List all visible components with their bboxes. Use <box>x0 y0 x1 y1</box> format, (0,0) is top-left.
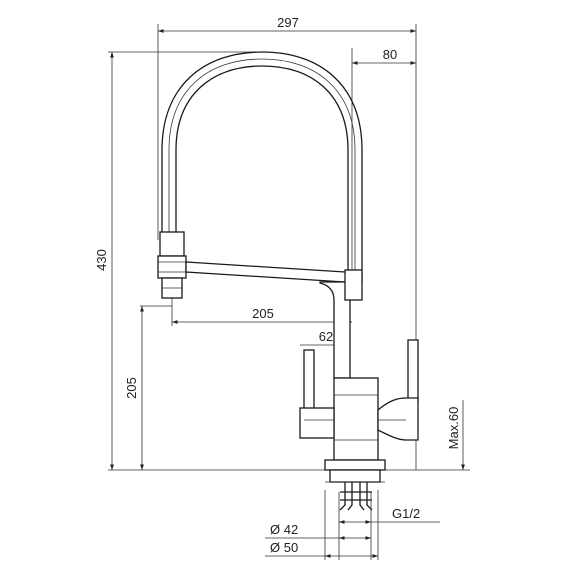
dim-hole-max: Ø 50 <box>270 540 298 555</box>
dim-thread: G1/2 <box>392 506 420 521</box>
dim-total-width: 297 <box>277 15 299 30</box>
dimension-lines <box>110 29 465 558</box>
supply-hoses <box>339 482 373 511</box>
right-handle <box>377 339 419 441</box>
dim-head-offset: 80 <box>383 47 397 62</box>
spout-arm <box>185 261 363 283</box>
dim-total-height: 430 <box>94 249 109 271</box>
dim-side-offset: 62 <box>319 329 333 344</box>
left-handle <box>299 349 335 439</box>
faucet-outline <box>157 51 419 511</box>
dim-spout-reach: 205 <box>252 306 274 321</box>
dim-hole-min: Ø 42 <box>270 522 298 537</box>
dim-spout-height: 205 <box>124 377 139 399</box>
base-flange <box>324 459 386 471</box>
dimension-labels: 297 80 430 205 205 62 G1/2 Ø 42 Ø 50 Max… <box>94 15 461 555</box>
dim-deck-max: Max.60 <box>446 407 461 450</box>
gooseneck-hose <box>161 51 363 270</box>
spray-head <box>157 231 187 299</box>
main-column <box>333 377 379 461</box>
